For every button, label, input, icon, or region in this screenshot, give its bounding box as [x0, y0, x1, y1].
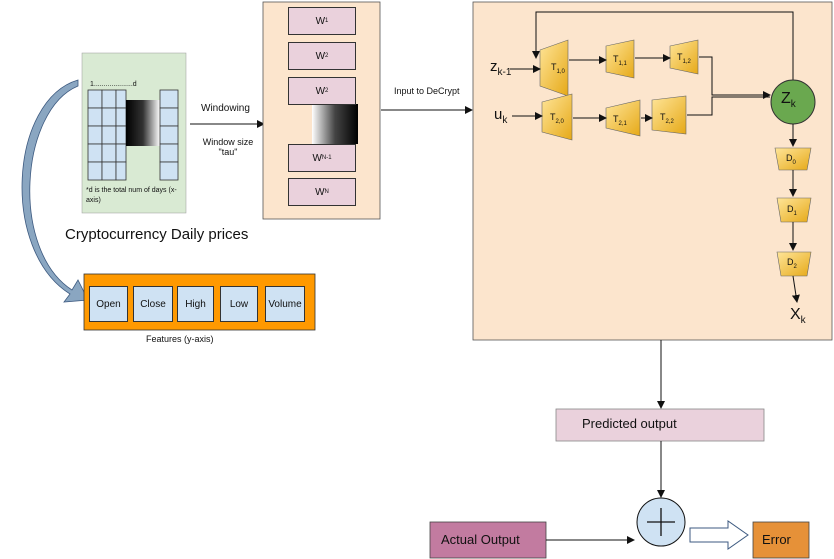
predicted-output-shape [555, 408, 765, 442]
t10-label: T1,0 [551, 62, 565, 75]
feature-open: Open [89, 286, 128, 322]
d2-label: D2 [787, 257, 797, 270]
d0-label: D0 [786, 153, 796, 166]
t11-label: T1,1 [613, 54, 627, 67]
d0-shape [774, 147, 812, 171]
feature-low: Low [220, 286, 258, 322]
feature-close: Close [133, 286, 173, 322]
price-grid-right [159, 89, 179, 181]
d1-shape [776, 197, 812, 223]
decrypt-panel [472, 1, 833, 341]
window-gradient [312, 104, 358, 144]
t20-label: T2,0 [550, 112, 564, 125]
t12-label: T1,2 [677, 52, 691, 65]
t22-label: T2,2 [660, 112, 674, 125]
hollow-arrow-icon [689, 520, 749, 550]
t20-shape [541, 93, 573, 141]
windowing-label: Windowing [201, 103, 250, 114]
feature-volume: Volume [265, 286, 305, 322]
window-size-label: Window size "tau" [202, 137, 254, 157]
u-label: uk [494, 106, 508, 126]
range-label: 1....................d [90, 81, 137, 88]
t21-label: T2,1 [613, 114, 627, 127]
predicted-output-label: Predicted output [582, 416, 677, 431]
footnote: *d is the total num of days (x-axis) [86, 187, 177, 204]
error-label: Error [762, 532, 791, 547]
price-grid-left [87, 89, 127, 181]
d1-label: D1 [787, 204, 797, 217]
price-gradient [126, 100, 160, 146]
actual-output-label: Actual Output [441, 532, 520, 547]
feature-high: High [177, 286, 214, 322]
curved-arrow-icon [21, 79, 89, 303]
error-shape [752, 521, 810, 559]
input-label: Input to DeCrypt [394, 86, 460, 96]
x-label: Xk [790, 306, 806, 327]
z-prev-label: zk-1 [490, 58, 512, 78]
dataset-caption: Cryptocurrency Daily prices [65, 226, 249, 243]
actual-output-shape [429, 521, 547, 559]
d2-shape [776, 251, 812, 277]
features-caption: Features (y-axis) [146, 334, 214, 344]
z-node-label: Zk [781, 90, 796, 111]
